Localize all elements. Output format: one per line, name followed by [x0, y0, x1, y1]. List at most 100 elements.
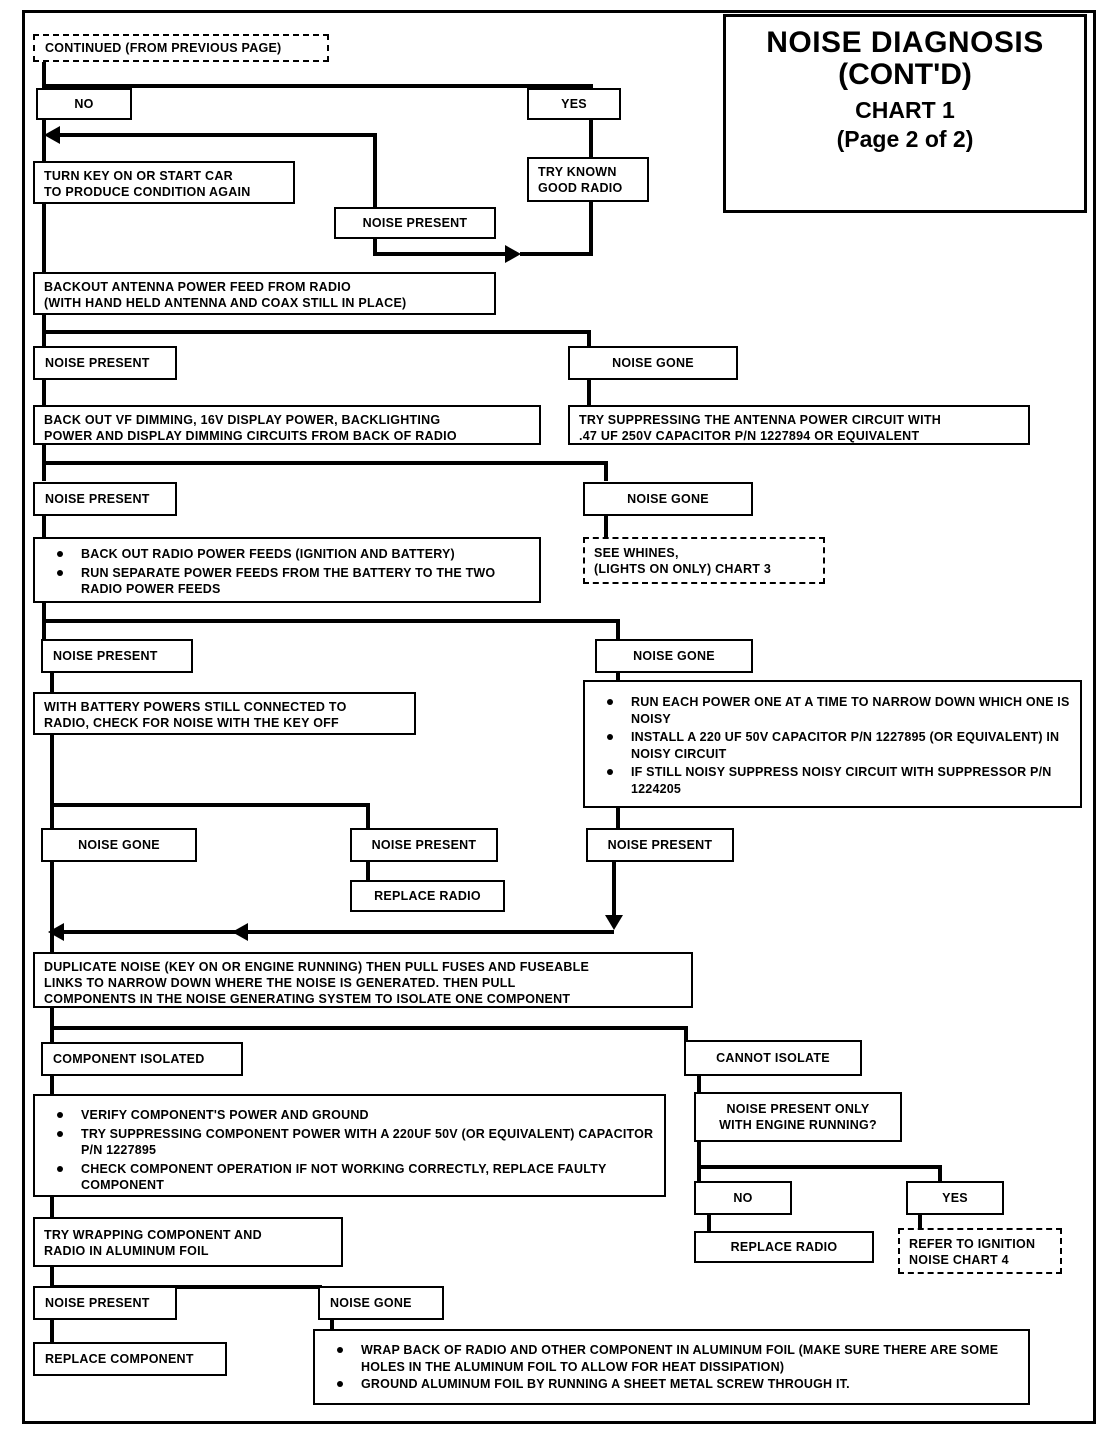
connector — [938, 1165, 942, 1181]
node-noise-present-6[interactable]: NOISE PRESENT — [586, 828, 734, 862]
connector — [42, 619, 46, 639]
connector — [50, 1026, 54, 1042]
list-item: CHECK COMPONENT OPERATION IF NOT WORKING… — [45, 1161, 656, 1194]
node-back-out-vf[interactable]: BACK OUT VF DIMMING, 16V DISPLAY POWER, … — [33, 405, 541, 445]
node-noise-gone-5[interactable]: NOISE GONE — [41, 828, 197, 862]
node-noise-present-5[interactable]: NOISE PRESENT — [350, 828, 498, 862]
node-yes-top[interactable]: YES — [527, 88, 621, 120]
node-turn-key-label: TURN KEY ON OR START CAR TO PRODUCE COND… — [44, 169, 251, 199]
node-continued[interactable]: CONTINUED (FROM PREVIOUS PAGE) — [33, 34, 329, 62]
node-try-suppress-antenna[interactable]: TRY SUPPRESSING THE ANTENNA POWER CIRCUI… — [568, 405, 1030, 445]
connector — [918, 1214, 922, 1232]
node-refer-ignition[interactable]: REFER TO IGNITION NOISE CHART 4 — [898, 1228, 1062, 1274]
node-noise-present-5-label: NOISE PRESENT — [371, 838, 477, 852]
node-try-wrapping[interactable]: TRY WRAPPING COMPONENT AND RADIO IN ALUM… — [33, 1217, 343, 1267]
node-continued-label: CONTINUED (FROM PREVIOUS PAGE) — [45, 41, 282, 55]
node-noise-gone-3-label: NOISE GONE — [627, 492, 709, 506]
connector — [52, 133, 377, 137]
arrowhead-left — [44, 126, 60, 144]
connector — [42, 330, 591, 334]
node-noise-gone-4-label: NOISE GONE — [633, 649, 715, 663]
connector — [604, 514, 608, 538]
connector — [373, 252, 513, 256]
connector — [697, 1141, 701, 1169]
node-see-whines-label: SEE WHINES, (LIGHTS ON ONLY) CHART 3 — [594, 546, 772, 576]
node-no-bottom[interactable]: NO — [694, 1181, 792, 1215]
list-item: IF STILL NOISY SUPPRESS NOISY CIRCUIT WI… — [595, 764, 1072, 797]
node-noise-present-1[interactable]: NOISE PRESENT — [334, 207, 496, 239]
connector — [50, 733, 54, 836]
node-turn-key[interactable]: TURN KEY ON OR START CAR TO PRODUCE COND… — [33, 161, 295, 204]
node-noise-present-4[interactable]: NOISE PRESENT — [41, 639, 193, 673]
power-feeds-bullet-list: BACK OUT RADIO POWER FEEDS (IGNITION AND… — [35, 539, 539, 605]
connector — [50, 672, 54, 694]
node-noise-present-3-label: NOISE PRESENT — [45, 492, 150, 506]
connector — [684, 1026, 688, 1042]
node-with-battery-powers-label: WITH BATTERY POWERS STILL CONNECTED TO R… — [44, 700, 347, 730]
connector — [707, 1214, 711, 1232]
node-backout-antenna[interactable]: BACKOUT ANTENNA POWER FEED FROM RADIO (W… — [33, 272, 496, 315]
connector — [697, 1074, 701, 1094]
node-noise-gone-7[interactable]: NOISE GONE — [318, 1286, 444, 1320]
node-noise-present-2[interactable]: NOISE PRESENT — [33, 346, 177, 380]
connector — [587, 378, 591, 406]
node-noise-gone-7-label: NOISE GONE — [330, 1296, 412, 1310]
connector — [697, 1165, 942, 1169]
node-noise-gone-5-label: NOISE GONE — [78, 838, 160, 852]
node-noise-gone-2-label: NOISE GONE — [612, 356, 694, 370]
node-replace-radio-2[interactable]: REPLACE RADIO — [694, 1231, 874, 1263]
connector — [373, 133, 377, 236]
connector — [50, 1267, 54, 1289]
list-item: GROUND ALUMINUM FOIL BY RUNNING A SHEET … — [325, 1376, 1020, 1393]
node-duplicate-noise[interactable]: DUPLICATE NOISE (KEY ON OR ENGINE RUNNIN… — [33, 952, 693, 1008]
node-noise-present-4-label: NOISE PRESENT — [53, 649, 158, 663]
connector — [587, 330, 591, 346]
connector — [42, 202, 46, 274]
node-noise-present-1-label: NOISE PRESENT — [362, 216, 468, 230]
connector — [616, 807, 620, 831]
arrowhead-left — [48, 923, 64, 941]
node-see-whines[interactable]: SEE WHINES, (LIGHTS ON ONLY) CHART 3 — [583, 537, 825, 584]
node-wrap-bullets[interactable]: WRAP BACK OF RADIO AND OTHER COMPONENT I… — [313, 1329, 1030, 1405]
node-noise-gone-4[interactable]: NOISE GONE — [595, 639, 753, 673]
node-noise-gone-2[interactable]: NOISE GONE — [568, 346, 738, 380]
node-noise-present-7[interactable]: NOISE PRESENT — [33, 1286, 177, 1320]
node-replace-radio-2-label: REPLACE RADIO — [730, 1240, 838, 1254]
title-line-1: NOISE DIAGNOSIS — [766, 26, 1044, 59]
node-backout-antenna-label: BACKOUT ANTENNA POWER FEED FROM RADIO (W… — [44, 280, 407, 310]
node-noise-gone-3[interactable]: NOISE GONE — [583, 482, 753, 516]
node-cannot-isolate-label: CANNOT ISOLATE — [716, 1051, 830, 1065]
arrowhead-right — [505, 245, 521, 263]
node-back-out-vf-label: BACK OUT VF DIMMING, 16V DISPLAY POWER, … — [44, 413, 457, 443]
node-component-isolated[interactable]: COMPONENT ISOLATED — [41, 1042, 243, 1076]
node-noise-present-only-label: NOISE PRESENT ONLY WITH ENGINE RUNNING? — [719, 1102, 877, 1132]
connector — [42, 62, 46, 90]
connector — [42, 619, 620, 623]
node-duplicate-noise-label: DUPLICATE NOISE (KEY ON OR ENGINE RUNNIN… — [44, 960, 590, 1006]
connector — [366, 803, 370, 829]
node-run-each-power-bullets[interactable]: RUN EACH POWER ONE AT A TIME TO NARROW D… — [583, 680, 1082, 808]
title-block: NOISE DIAGNOSIS (CONT'D) CHART 1 (Page 2… — [723, 14, 1087, 213]
node-try-known-good-radio[interactable]: TRY KNOWN GOOD RADIO — [527, 157, 649, 202]
arrowhead-down — [605, 915, 623, 930]
connector — [50, 1074, 54, 1096]
node-replace-component[interactable]: REPLACE COMPONENT — [33, 1342, 227, 1376]
node-replace-component-label: REPLACE COMPONENT — [45, 1352, 194, 1366]
node-no-top[interactable]: NO — [36, 88, 132, 120]
title-line-4: (Page 2 of 2) — [836, 126, 974, 153]
node-cannot-isolate[interactable]: CANNOT ISOLATE — [684, 1040, 862, 1076]
connector — [50, 803, 370, 807]
node-yes-bottom[interactable]: YES — [906, 1181, 1004, 1215]
node-component-isolated-label: COMPONENT ISOLATED — [53, 1052, 205, 1066]
connector — [589, 118, 593, 158]
node-noise-present-3[interactable]: NOISE PRESENT — [33, 482, 177, 516]
node-verify-component-bullets[interactable]: VERIFY COMPONENT'S POWER AND GROUND TRY … — [33, 1094, 666, 1197]
connector — [50, 930, 54, 952]
node-noise-present-only[interactable]: NOISE PRESENT ONLY WITH ENGINE RUNNING? — [694, 1092, 902, 1142]
node-with-battery-powers[interactable]: WITH BATTERY POWERS STILL CONNECTED TO R… — [33, 692, 416, 735]
node-power-feeds-bullets[interactable]: BACK OUT RADIO POWER FEEDS (IGNITION AND… — [33, 537, 541, 603]
list-item: BACK OUT RADIO POWER FEEDS (IGNITION AND… — [45, 546, 531, 563]
node-try-wrapping-label: TRY WRAPPING COMPONENT AND RADIO IN ALUM… — [44, 1228, 262, 1258]
node-replace-radio-1[interactable]: REPLACE RADIO — [350, 880, 505, 912]
